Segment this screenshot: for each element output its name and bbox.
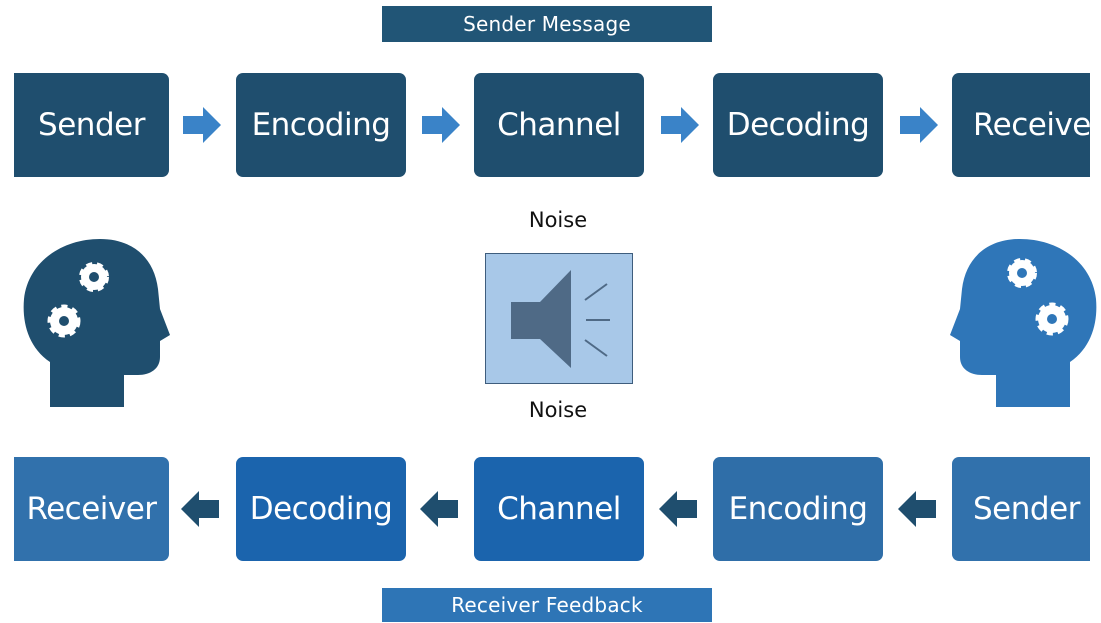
left-arrow-icon (181, 491, 219, 527)
noise-speaker-panel (485, 253, 633, 384)
right-arrow-icon (183, 107, 221, 143)
speaker-icon (511, 270, 610, 368)
bottom-channel-box: Channel (474, 457, 644, 561)
right-arrow-icon (422, 107, 460, 143)
top-decoding-box: Decoding (713, 73, 883, 177)
top-sender-box: Sender (14, 73, 169, 177)
bottom-receiver-box: Receiver (14, 457, 169, 561)
left-arrow-icon (659, 491, 697, 527)
bottom-sender-box: Sender (952, 457, 1090, 561)
sender-message-banner: Sender Message (382, 6, 712, 42)
noise-label-bottom: Noise (528, 398, 588, 422)
bottom-decoding-box: Decoding (236, 457, 406, 561)
noise-label-top: Noise (528, 208, 588, 232)
top-receiver-box: Receive (952, 73, 1090, 177)
right-arrow-icon (661, 107, 699, 143)
top-encoding-box: Encoding (236, 73, 406, 177)
head-gears-icon (950, 239, 1097, 407)
head-gears-icon (23, 239, 170, 407)
receiver-feedback-banner: Receiver Feedback (382, 588, 712, 622)
left-arrow-icon (898, 491, 936, 527)
top-channel-box: Channel (474, 73, 644, 177)
right-arrow-icon (900, 107, 938, 143)
bottom-encoding-box: Encoding (713, 457, 883, 561)
left-arrow-icon (420, 491, 458, 527)
